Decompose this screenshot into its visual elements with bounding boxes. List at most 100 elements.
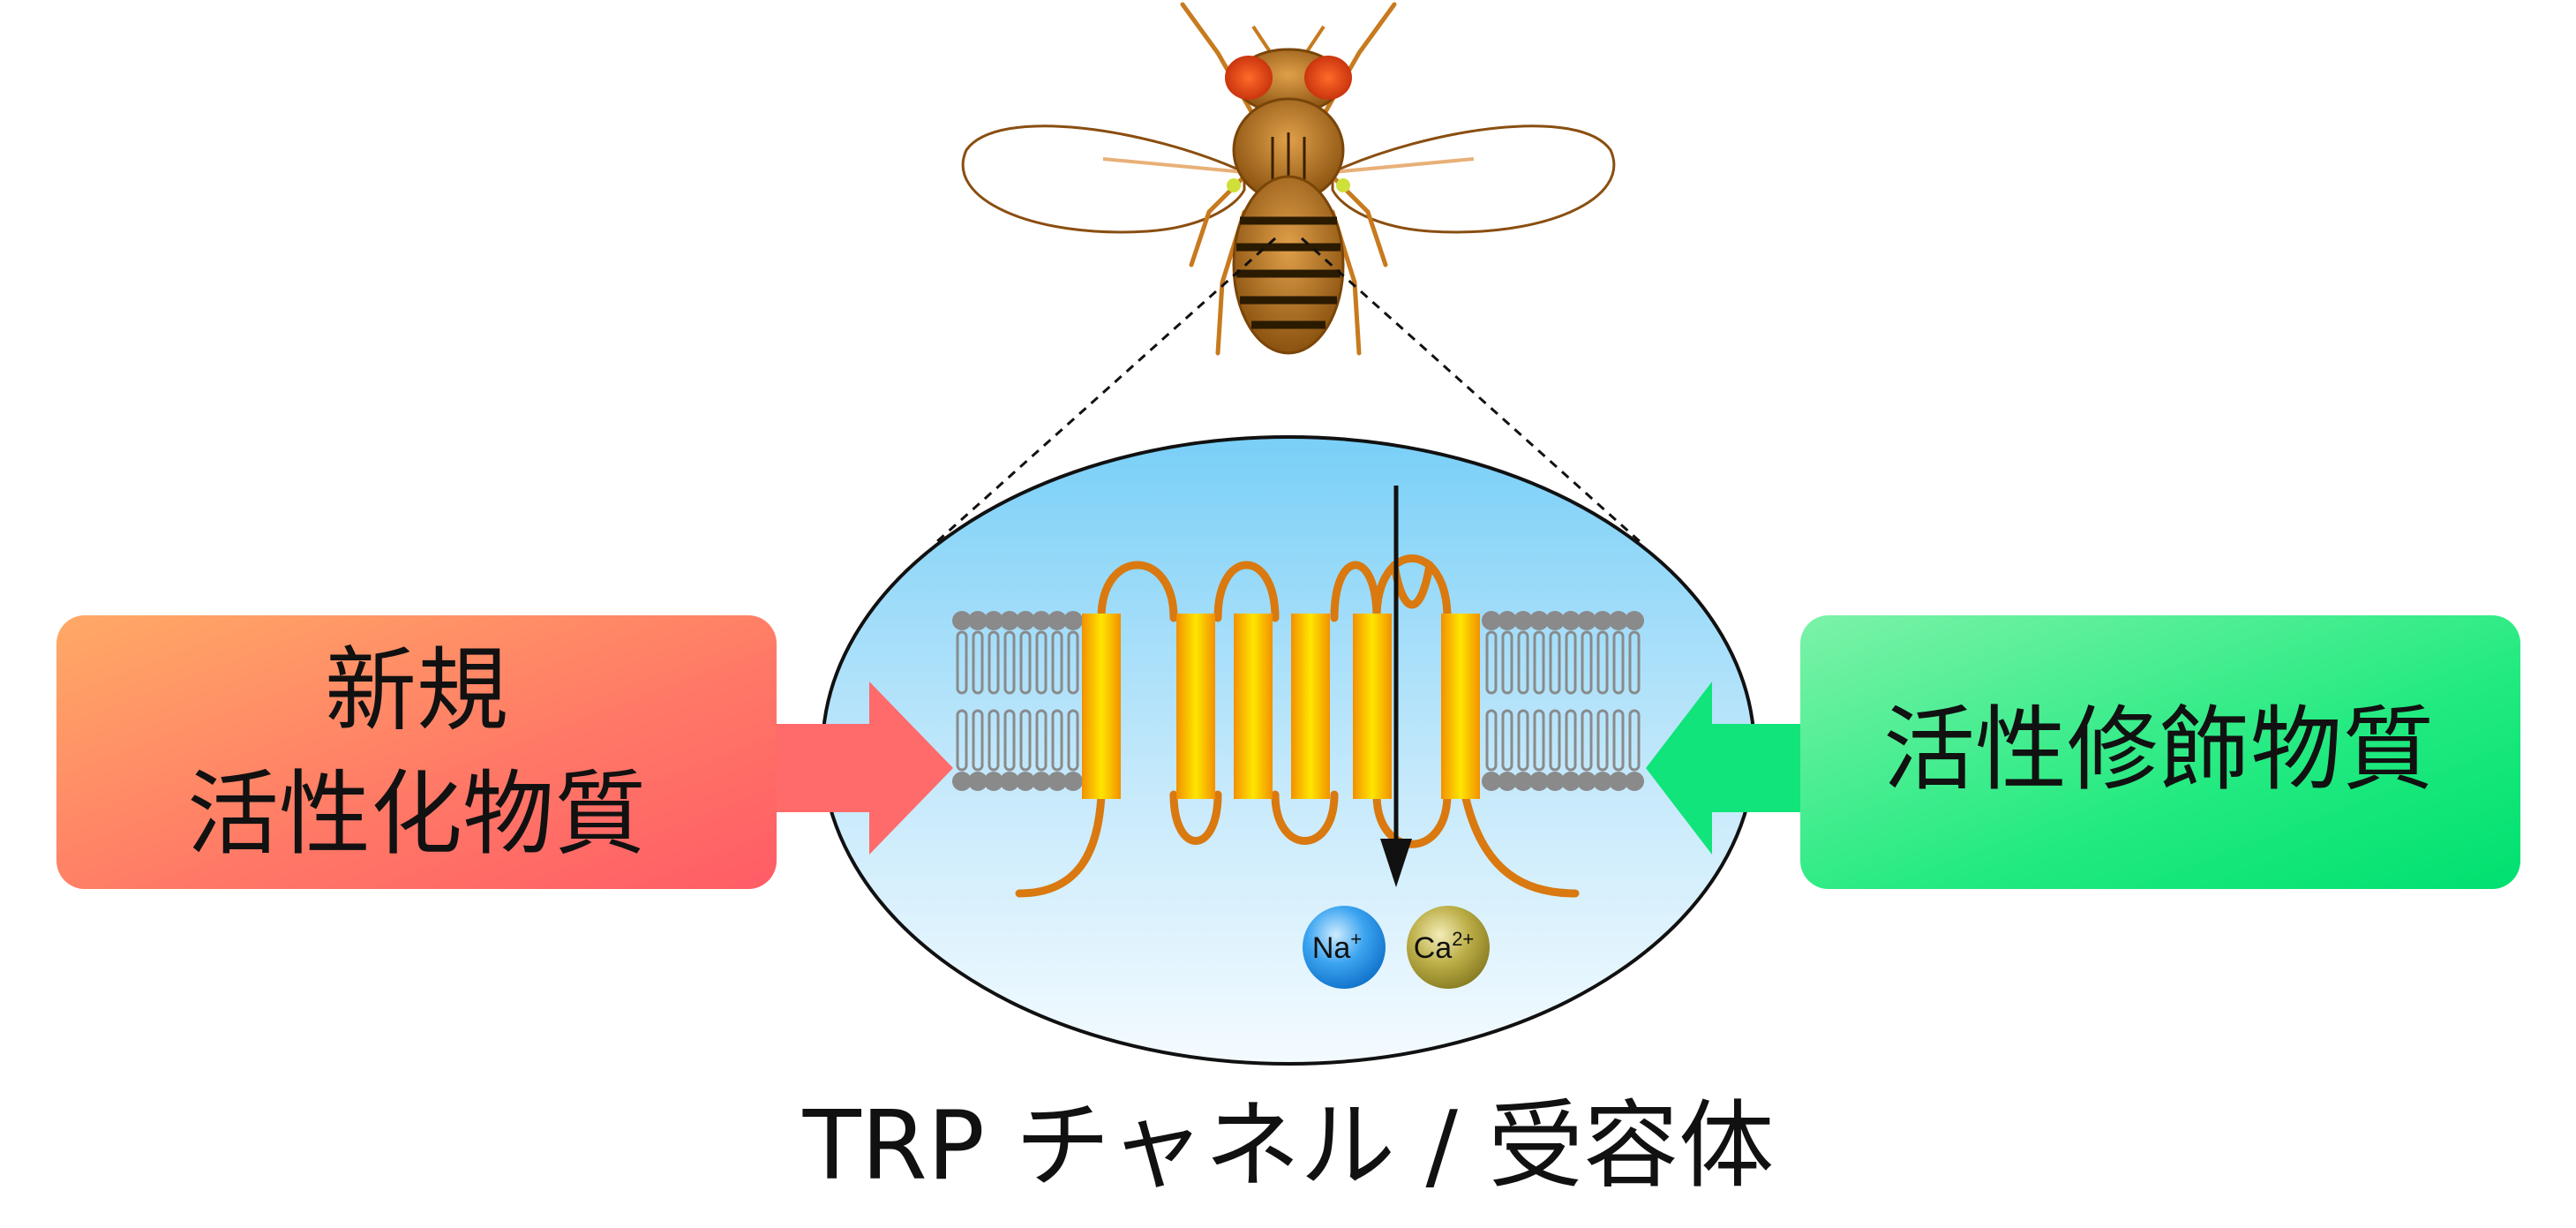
helix-s5 (1353, 614, 1392, 799)
lipid-head (1032, 611, 1051, 630)
lipid-tail (1035, 630, 1048, 695)
lipid-head (1593, 772, 1612, 791)
svg-text:Ca2+: Ca2+ (1414, 928, 1475, 965)
lipid-tail (1485, 630, 1498, 695)
lipid-tail (1051, 630, 1063, 695)
lipid-tail (1517, 709, 1529, 772)
helix-s3 (1234, 614, 1273, 799)
lipid-head (1513, 772, 1533, 791)
lipid-head (1529, 772, 1549, 791)
lipid-head (1609, 611, 1628, 630)
lipid-tail (1035, 709, 1048, 772)
lipid-head (1000, 611, 1019, 630)
helix-s2 (1176, 614, 1215, 799)
new-activator-line1: 新規 (325, 637, 508, 744)
lipid-tail (1501, 709, 1513, 772)
helix-s1 (1082, 614, 1121, 799)
left-arrow (777, 682, 953, 855)
fly-left-wing (961, 124, 1246, 234)
lipid-head (968, 611, 988, 630)
zoom-line-right (1300, 237, 1643, 545)
helix-s6 (1441, 614, 1480, 799)
lipid-tail (1019, 630, 1032, 695)
lipid-tail (1019, 709, 1032, 772)
modulator-label: 活性修飾物質 (1883, 696, 2434, 803)
lipid-tail (1533, 630, 1545, 695)
right-arrow (1646, 682, 1800, 855)
lipid-head (1063, 611, 1083, 630)
lipid-head (1000, 772, 1019, 791)
fly-left-eye (1225, 56, 1273, 100)
lipid-head (984, 772, 1003, 791)
lipid-tail (988, 630, 1000, 695)
lipid-head (1529, 611, 1549, 630)
lipid-tail (1628, 709, 1641, 772)
lipid-tail (1596, 709, 1609, 772)
lipid-head (1625, 611, 1644, 630)
lipid-head (1545, 772, 1565, 791)
lipid-head (1593, 611, 1612, 630)
new-activator-box: 新規 活性化物質 (56, 615, 953, 889)
lipid-head (1545, 611, 1565, 630)
lipid-tail (956, 709, 968, 772)
lipid-tail (1533, 709, 1545, 772)
lipid-head (1609, 772, 1628, 791)
lipid-tail (988, 709, 1000, 772)
lipid-tail (1565, 630, 1577, 695)
na-ion: Na+ (1303, 906, 1386, 989)
lipid-tail (1003, 630, 1016, 695)
modulator-box: 活性修飾物質 (1646, 615, 2520, 889)
lipid-tail (1596, 630, 1609, 695)
lipid-tail (1517, 630, 1529, 695)
lipid-tail (1051, 709, 1063, 772)
fly-right-wing (1331, 124, 1616, 234)
lipid-head (1048, 772, 1067, 791)
lipid-tail (1067, 709, 1079, 772)
lipid-tail (1549, 630, 1561, 695)
lipid-head (1561, 772, 1581, 791)
lipid-tail (1501, 630, 1513, 695)
lipid-head (1513, 611, 1533, 630)
lipid-head (1482, 772, 1501, 791)
lipid-tail (1581, 709, 1593, 772)
lipid-tail (1612, 630, 1625, 695)
lipid-head (968, 772, 988, 791)
svg-text:Na+: Na+ (1312, 928, 1362, 965)
lipid-head (1016, 772, 1035, 791)
zoom-line-left (934, 237, 1277, 545)
lipid-head (1032, 772, 1051, 791)
lipid-tail (1549, 709, 1561, 772)
new-activator-line2: 活性化物質 (187, 760, 646, 868)
lipid-head (1577, 772, 1596, 791)
lipid-head (1498, 611, 1517, 630)
lipid-tail (1565, 709, 1577, 772)
lipid-tail (1581, 630, 1593, 695)
trp-channel-loops (1015, 554, 1580, 898)
lipid-tail (956, 630, 968, 695)
lipid-tail (1612, 709, 1625, 772)
lipid-tail (972, 709, 984, 772)
lipid-bilayer-icon (952, 611, 1644, 791)
lipid-tail (1485, 709, 1498, 772)
helix-s4 (1291, 614, 1330, 799)
lipid-head (952, 772, 972, 791)
transmembrane-helices (1082, 614, 1480, 799)
lipid-tail (1067, 630, 1079, 695)
lipid-head (1577, 611, 1596, 630)
ca-ion: Ca2+ (1407, 906, 1490, 989)
caption: TRP チャネル / 受容体 (802, 1091, 1774, 1202)
lipid-head (1625, 772, 1644, 791)
lipid-tail (1628, 630, 1641, 695)
lipid-head (1482, 611, 1501, 630)
lipid-head (984, 611, 1003, 630)
lipid-tail (972, 630, 984, 695)
fly-right-eye (1304, 56, 1352, 100)
fruit-fly-icon (961, 2, 1616, 356)
lipid-head (1048, 611, 1067, 630)
lipid-tail (1003, 709, 1016, 772)
lipid-head (1561, 611, 1581, 630)
lipid-head (1016, 611, 1035, 630)
lipid-head (1498, 772, 1517, 791)
lipid-head (952, 611, 972, 630)
